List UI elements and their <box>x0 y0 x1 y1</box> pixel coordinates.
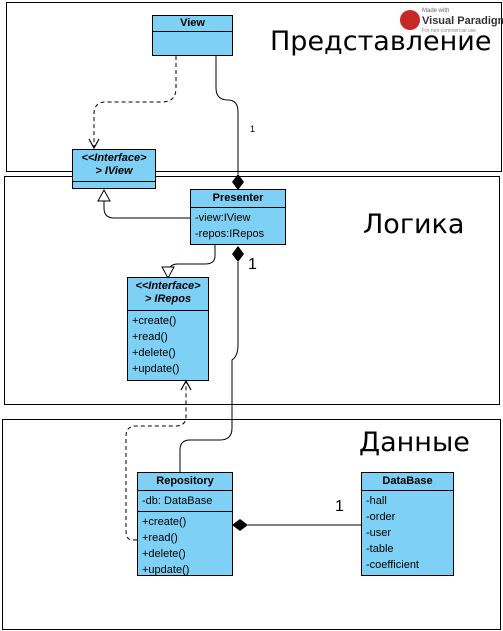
database-class[interactable]: DataBase -hall -order -user -table -coef… <box>361 472 454 576</box>
presenter-repository-diamond <box>232 246 244 262</box>
view-iview-dependency <box>88 56 177 150</box>
repository-attributes: -db: DataBase <box>138 491 232 512</box>
presenter-repository-multiplicity: 1 <box>248 256 257 273</box>
database-attribute-table: -table <box>366 543 394 555</box>
view-layer-title: Представление <box>270 26 492 57</box>
presenter-irepos-realization <box>161 245 216 280</box>
watermark-made-with: Made with <box>422 8 450 14</box>
data-layer-title: Данные <box>359 427 470 458</box>
irepos-operation-update: +update() <box>132 363 180 375</box>
repository-class-name: Repository <box>138 473 232 491</box>
view-presenter-multiplicity: 1 <box>250 124 256 134</box>
watermark-brand: Visual Paradigm <box>422 15 503 27</box>
iview-stereotype: <<Interface> <box>81 152 147 164</box>
repository-database-diamond <box>232 519 248 531</box>
view-class[interactable]: View <box>152 15 233 56</box>
iview-interface-header: <<Interface> > IView <box>73 150 155 182</box>
logic-layer-frame <box>4 176 500 405</box>
repository-operation-create: +create() <box>142 516 187 528</box>
repository-attribute-db: -db: DataBase <box>142 495 213 507</box>
view-class-name: View <box>153 16 232 32</box>
irepos-operation-read: +read() <box>132 331 168 343</box>
presenter-attributes: -view:IView -repos:IRepos <box>191 208 285 244</box>
presenter-class[interactable]: Presenter -view:IView -repos:IRepos <box>190 189 286 245</box>
database-attributes: -hall -order -user -table -coefficient <box>362 491 453 575</box>
presenter-repository-composition <box>179 262 239 472</box>
presenter-attribute-repos: -repos:IRepos <box>195 228 265 240</box>
view-presenter-diamond <box>232 174 244 190</box>
visual-paradigm-logo-icon <box>400 10 420 30</box>
irepos-interface[interactable]: <<Interface> > IRepos +create() +read() … <box>127 277 209 381</box>
presenter-attribute-view: -view:IView <box>195 212 251 224</box>
database-attribute-hall: -hall <box>366 495 387 507</box>
repository-class[interactable]: Repository -db: DataBase +create() +read… <box>137 472 233 576</box>
repository-irepos-dependency <box>125 379 192 541</box>
iview-name: > IView <box>95 165 133 177</box>
database-class-name: DataBase <box>362 473 453 491</box>
irepos-operation-create: +create() <box>132 315 177 327</box>
data-layer-frame <box>2 419 501 630</box>
irepos-operation-delete: +delete() <box>132 347 176 359</box>
visual-paradigm-watermark: Made with Visual Paradigm For non-commer… <box>396 6 503 36</box>
view-presenter-composition <box>215 56 239 174</box>
repository-operation-delete: +delete() <box>142 548 186 560</box>
irepos-operations: +create() +read() +delete() +update() <box>128 311 208 379</box>
irepos-interface-header: <<Interface> > IRepos <box>128 278 208 311</box>
repository-operation-read: +read() <box>142 532 178 544</box>
watermark-license-note: For non-commercial use <box>422 28 476 34</box>
database-attribute-user: -user <box>366 527 392 539</box>
irepos-name: > IRepos <box>144 293 192 305</box>
presenter-class-name: Presenter <box>191 190 285 208</box>
database-attribute-order: -order <box>366 511 396 523</box>
database-attribute-coefficient: -coefficient <box>366 559 419 571</box>
presenter-iview-realization <box>97 188 190 219</box>
repository-operation-update: +update() <box>142 564 190 576</box>
irepos-stereotype: <<Interface> <box>135 280 201 292</box>
iview-interface[interactable]: <<Interface> > IView <box>72 149 156 189</box>
logic-layer-title: Логика <box>363 209 465 240</box>
view-layer-frame <box>6 2 502 172</box>
repository-operations: +create() +read() +delete() +update() <box>138 512 232 580</box>
repository-database-multiplicity: 1 <box>335 498 344 515</box>
